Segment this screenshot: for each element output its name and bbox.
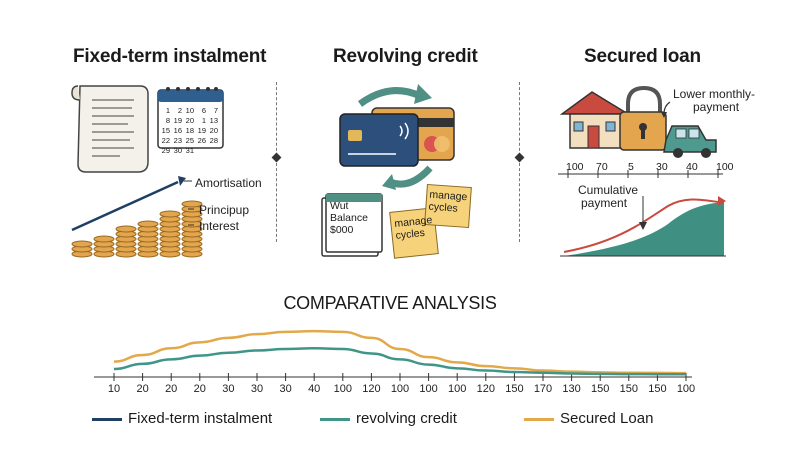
fixed-illustration <box>71 85 224 258</box>
x-tick-label: 100 <box>334 383 352 395</box>
amortisation-arrow-icon <box>71 176 186 232</box>
calendar-day: 28 <box>209 136 218 145</box>
x-tick-label: 100 <box>419 383 437 395</box>
cumulative-payment-chart <box>560 196 726 257</box>
ledger-line-2: Balance <box>330 212 368 224</box>
comparative-chart: 10 20 20 20 30 30 30 40 100 120 100 100 100 120 150 170… <box>94 329 695 395</box>
amortisation-label: Amortisation <box>195 176 262 190</box>
interest-label: Interest <box>199 219 240 233</box>
ledger-text: Wut Balance $000 <box>330 200 368 236</box>
calendar-day: 30 <box>173 146 182 155</box>
calendar-day: 2 <box>177 106 182 115</box>
x-tick-label: 30 <box>222 383 234 395</box>
lower-monthly-line-2: payment <box>693 100 740 114</box>
scale-label: 40 <box>686 161 698 173</box>
x-tick-label: 30 <box>251 383 263 395</box>
x-tick-label: 10 <box>108 383 120 395</box>
x-tick-label: 150 <box>620 383 638 395</box>
x-tick-label: 100 <box>448 383 466 395</box>
analysis-title: COMPARATIVE ANALYSIS <box>283 293 497 313</box>
cycle-arrow-bottom-icon <box>382 165 433 190</box>
x-tick-label: 40 <box>308 383 320 395</box>
legend-swatch-revolving <box>320 418 350 421</box>
calendar-day: 16 <box>173 126 182 135</box>
x-tick-label: 100 <box>391 383 409 395</box>
calendar-day: 1 <box>201 116 206 125</box>
legend-label-secured: Secured Loan <box>560 410 654 427</box>
legend-label-fixed: Fixed-term instalment <box>128 410 273 427</box>
sticky-note-2-text: manage cycles <box>428 189 468 216</box>
x-tick-label: 130 <box>562 383 580 395</box>
revolving-illustration <box>321 84 472 259</box>
panel-title-revolving: Revolving credit <box>333 46 478 67</box>
legend-label-revolving: revolving credit <box>356 410 457 427</box>
x-tick-label: 150 <box>591 383 609 395</box>
scale-label: 100 <box>716 161 734 173</box>
calendar-day: 8 <box>165 116 170 125</box>
calendar-day: 23 <box>173 136 182 145</box>
calendar-day: 6 <box>201 106 206 115</box>
scale-label: 70 <box>596 161 608 173</box>
calendar-day: 31 <box>185 146 194 155</box>
calendar-day: 19 <box>197 126 206 135</box>
calendar-day: 20 <box>209 126 218 135</box>
calendar-day: 25 <box>185 136 194 145</box>
calendar-day: 18 <box>185 126 194 135</box>
calendar-day: 7 <box>213 106 218 115</box>
x-tick-label: 20 <box>136 383 148 395</box>
x-tick-label: 170 <box>534 383 552 395</box>
sticky-note-1-text: manage cycles <box>394 214 434 242</box>
x-tick-label: 30 <box>279 383 291 395</box>
credit-card-blue-icon <box>339 113 419 167</box>
secured-illustration <box>558 85 726 257</box>
scale-label: 100 <box>566 161 584 173</box>
calendar-day: 1 <box>165 106 170 115</box>
cumulative-line-2: payment <box>581 196 628 210</box>
calendar-day: 26 <box>197 136 206 145</box>
cumulative-line-1: Cumulative <box>578 183 639 197</box>
scale-label: 30 <box>656 161 668 173</box>
x-tick-label: 20 <box>194 383 206 395</box>
x-tick-label: 100 <box>677 383 695 395</box>
ledger-line-3: $000 <box>330 224 354 236</box>
x-tick-label: 20 <box>165 383 177 395</box>
ledger-notebook-icon <box>321 193 383 257</box>
calendar-day: 19 <box>173 116 182 125</box>
legend-swatch-secured <box>524 418 554 421</box>
cycle-arrow-top-icon <box>357 84 432 107</box>
series-line-revolving-credit <box>113 347 686 376</box>
ledger-line-1: Wut <box>330 200 349 212</box>
series-line-secured-loan <box>113 329 687 375</box>
calendar-day: 10 <box>185 106 194 115</box>
lower-monthly-payment-label: Lower monthly- payment <box>673 88 755 114</box>
calendar-day: 13 <box>209 116 218 125</box>
divider-diamond-right <box>514 152 525 163</box>
coin-stacks-icon <box>71 200 203 258</box>
x-tick-label: 120 <box>362 383 380 395</box>
scale-label: 5 <box>628 161 634 173</box>
cumulative-payment-label: Cumulative payment <box>578 184 638 210</box>
padlock-icon <box>619 85 667 151</box>
x-tick-label: 150 <box>648 383 666 395</box>
legend-swatch-fixed <box>92 418 122 421</box>
calendar-icon <box>157 87 224 149</box>
document-scroll-icon <box>71 85 149 173</box>
x-tick-label: 120 <box>477 383 495 395</box>
lower-monthly-line-1: Lower monthly- <box>673 87 756 101</box>
calendar-day: 29 <box>161 146 170 155</box>
calendar-day: 15 <box>161 126 170 135</box>
panel-title-secured: Secured loan <box>584 46 701 67</box>
sticky-note-icon <box>389 183 472 259</box>
panel-title-fixed: Fixed-term instalment <box>73 46 267 67</box>
car-icon <box>663 125 717 158</box>
x-tick-label: 150 <box>505 383 523 395</box>
calendar-day: 22 <box>161 136 170 145</box>
calendar-day: 20 <box>185 116 194 125</box>
principal-label: Principup <box>199 203 250 217</box>
house-icon <box>559 91 631 149</box>
